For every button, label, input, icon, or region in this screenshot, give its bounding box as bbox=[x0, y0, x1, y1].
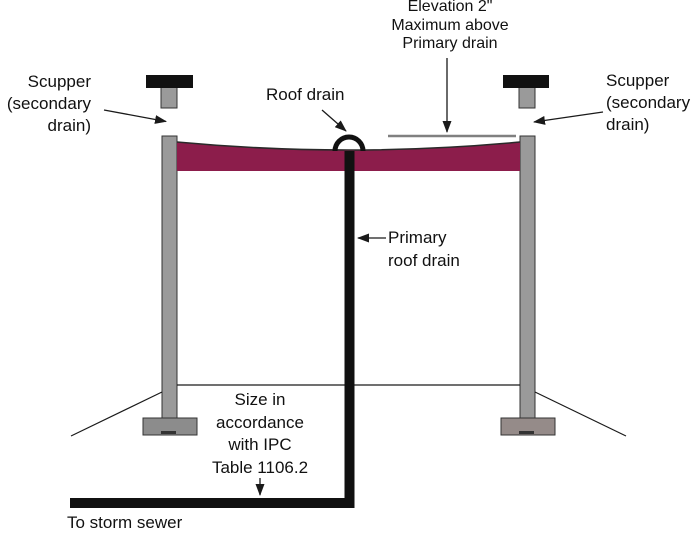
left-grade-line bbox=[70, 391, 163, 437]
right-scupper-cap bbox=[503, 75, 549, 88]
size-note-line3: with IPC bbox=[228, 435, 292, 454]
right-scupper-label-line3: drain) bbox=[606, 115, 650, 134]
left-scupper-label-line3: drain) bbox=[47, 116, 91, 135]
right-wall bbox=[519, 135, 536, 429]
right-scupper-post bbox=[518, 86, 536, 109]
primary-roof-drain-label: Primary roof drain bbox=[388, 227, 460, 272]
roof-drain-label-text: Roof drain bbox=[266, 85, 345, 104]
to-storm-sewer-label: To storm sewer bbox=[67, 512, 182, 534]
right-footing-notch bbox=[519, 431, 534, 434]
left-scupper-label-line2: (secondary bbox=[6, 94, 91, 113]
left-scupper-label-line1: Scupper bbox=[27, 72, 91, 91]
size-note-line1: Size in bbox=[234, 390, 286, 409]
elevation-label-line3: Primary drain bbox=[402, 35, 498, 52]
roof-drain-dome bbox=[332, 134, 366, 152]
primary-drain-pipe-vertical bbox=[344, 151, 355, 508]
left-scupper-label: Scupper (secondary drain) bbox=[2, 71, 91, 137]
left-scupper-arrow bbox=[103, 109, 167, 124]
right-scupper-arrow bbox=[533, 111, 604, 125]
left-wall bbox=[161, 135, 178, 429]
roof-drain-arrow bbox=[321, 109, 347, 132]
size-note-line4: Table 1106.2 bbox=[211, 457, 309, 477]
size-note-label: Size in accordance with IPC Table 1106.2 bbox=[190, 389, 330, 479]
storm-sewer-pipe-horizontal bbox=[70, 498, 355, 508]
right-scupper-label-line1: Scupper bbox=[606, 71, 670, 90]
elevation-label-line1: Elevation 2" bbox=[407, 0, 493, 15]
elevation-label: Elevation 2" Maximum above Primary drain bbox=[370, 0, 530, 54]
left-scupper-post bbox=[160, 86, 178, 109]
roof-slab-top-edge bbox=[176, 141, 521, 151]
left-scupper-cap bbox=[146, 75, 193, 88]
left-footing bbox=[142, 417, 198, 436]
to-storm-sewer-text: To storm sewer bbox=[67, 513, 183, 532]
primary-roof-drain-label-line2: roof drain bbox=[388, 250, 460, 270]
left-footing-notch bbox=[161, 431, 176, 434]
right-grade-line bbox=[534, 391, 627, 437]
primary-roof-drain-label-line1: Primary bbox=[388, 228, 447, 247]
size-note-line2: accordance bbox=[216, 412, 304, 432]
roof-drain-label: Roof drain bbox=[266, 84, 344, 106]
elevation-label-line2: Maximum above bbox=[391, 16, 509, 34]
right-scupper-label-line2: (secondary bbox=[606, 93, 691, 112]
right-footing bbox=[500, 417, 556, 436]
right-scupper-label: Scupper (secondary drain) bbox=[606, 70, 690, 136]
